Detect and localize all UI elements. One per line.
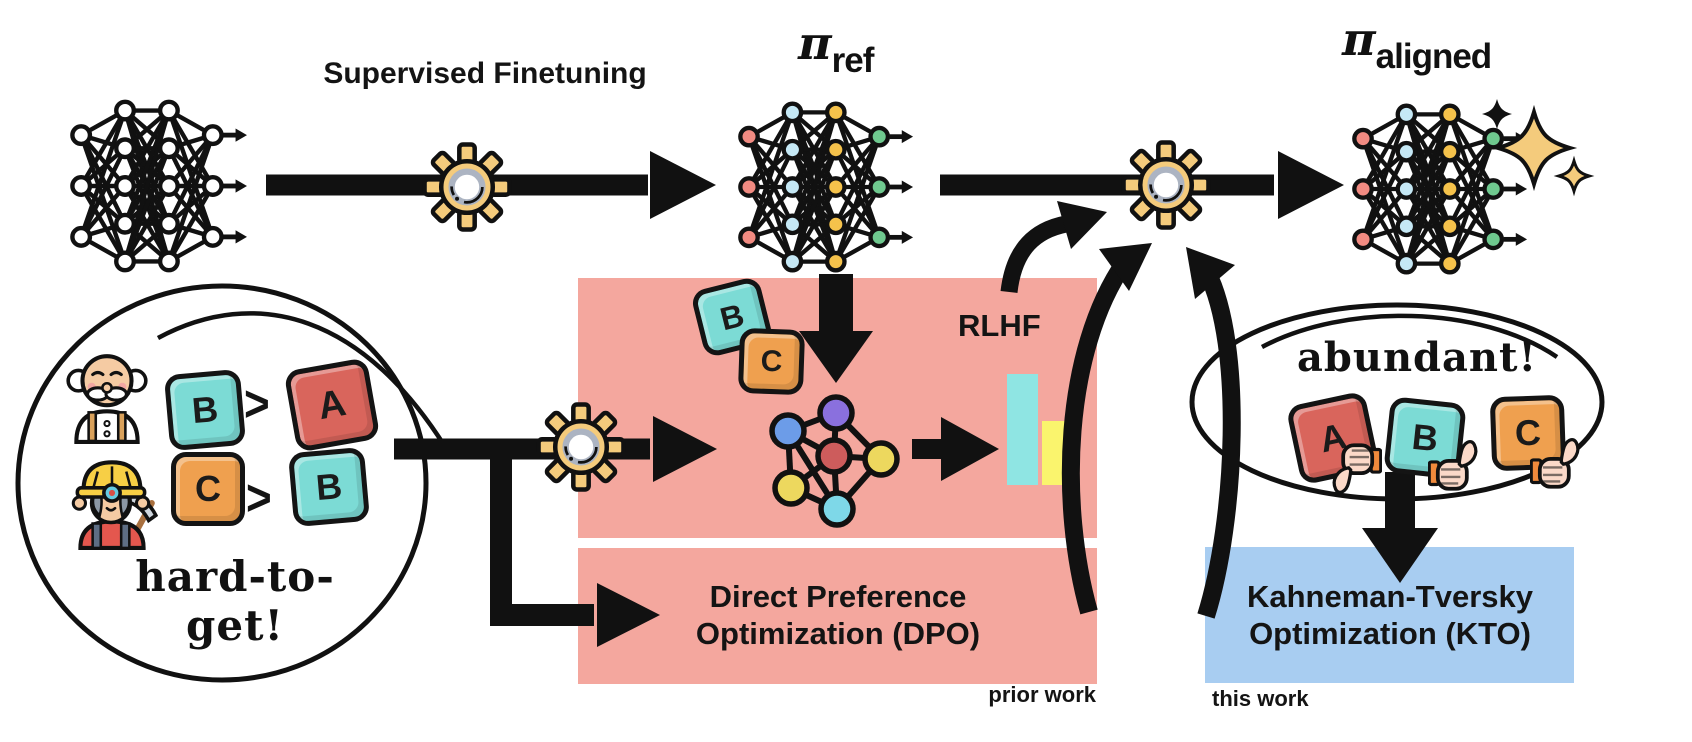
this-work-label: this work — [1212, 686, 1309, 711]
pi-symbol: π — [1342, 12, 1376, 66]
pi-aligned-network-icon — [1352, 103, 1528, 275]
alignment-gear-icon — [1121, 140, 1211, 230]
curve-dpo-to-gear — [1061, 256, 1133, 615]
pi-aligned-label: πaligned — [1342, 12, 1493, 77]
hard-to-get-ellipse — [15, 283, 429, 683]
pi-ref-subscript: ref — [831, 41, 875, 80]
kto-label: Kahneman-Tversky Optimization (KTO) — [1246, 579, 1533, 651]
arrow-sft — [650, 151, 716, 219]
arrow-ref-to-rewardmodel — [799, 331, 873, 383]
letter-block: C — [737, 327, 806, 396]
hard-to-get-ellipse-sketch-stroke — [156, 311, 454, 460]
letter-block: B — [163, 368, 247, 452]
arrow-rewardmodel-to-bars — [941, 417, 999, 481]
curve-rlhf-to-gear — [1000, 215, 1068, 294]
arrow-align — [1278, 151, 1344, 219]
old-man-icon — [66, 354, 148, 444]
letter-block: C — [171, 452, 245, 526]
reward-model-icon — [769, 394, 900, 528]
preference-symbol: > — [244, 376, 270, 433]
arrow-prefs-to-rlhf — [653, 416, 717, 482]
curve-kto-to-gear — [1197, 267, 1241, 619]
base-model-network-icon — [70, 99, 247, 273]
prior-work-label: prior work — [988, 682, 1096, 707]
pi-ref-label: πref — [798, 16, 875, 81]
arrow-prefs-to-dpo — [597, 583, 660, 647]
rlhf-label: RLHF — [958, 308, 1041, 343]
sparkles-icon — [1482, 99, 1595, 197]
hard-to-get-label: hard-to-get! — [135, 552, 335, 650]
preference-gear-icon — [536, 402, 626, 492]
thumbs-down-icon — [1332, 443, 1382, 494]
letter-block: A — [283, 357, 381, 453]
reward-bar-tall — [1007, 374, 1038, 485]
arrow-abundant-to-kto — [1362, 528, 1438, 583]
sft-label: Supervised Finetuning — [323, 57, 647, 90]
letter-block: B — [287, 446, 371, 528]
abundant-ellipse-sketch-stroke — [1260, 313, 1559, 359]
curved-arrows — [1000, 201, 1241, 619]
pi-aligned-subscript: aligned — [1375, 37, 1493, 76]
dpo-label: Direct Preference Optimization (DPO) — [695, 579, 981, 651]
pi-ref-network-icon — [738, 101, 914, 273]
sft-gear-icon — [422, 142, 512, 232]
thumbs-up-icon — [1428, 440, 1478, 491]
miner-icon — [71, 460, 158, 550]
dpo-box — [578, 548, 1097, 684]
preference-symbol: > — [246, 470, 272, 527]
pi-symbol: π — [798, 16, 832, 70]
abundant-label: abundant! — [1296, 334, 1538, 381]
kto-box — [1205, 547, 1574, 683]
thumbs-up-icon — [1530, 438, 1580, 489]
